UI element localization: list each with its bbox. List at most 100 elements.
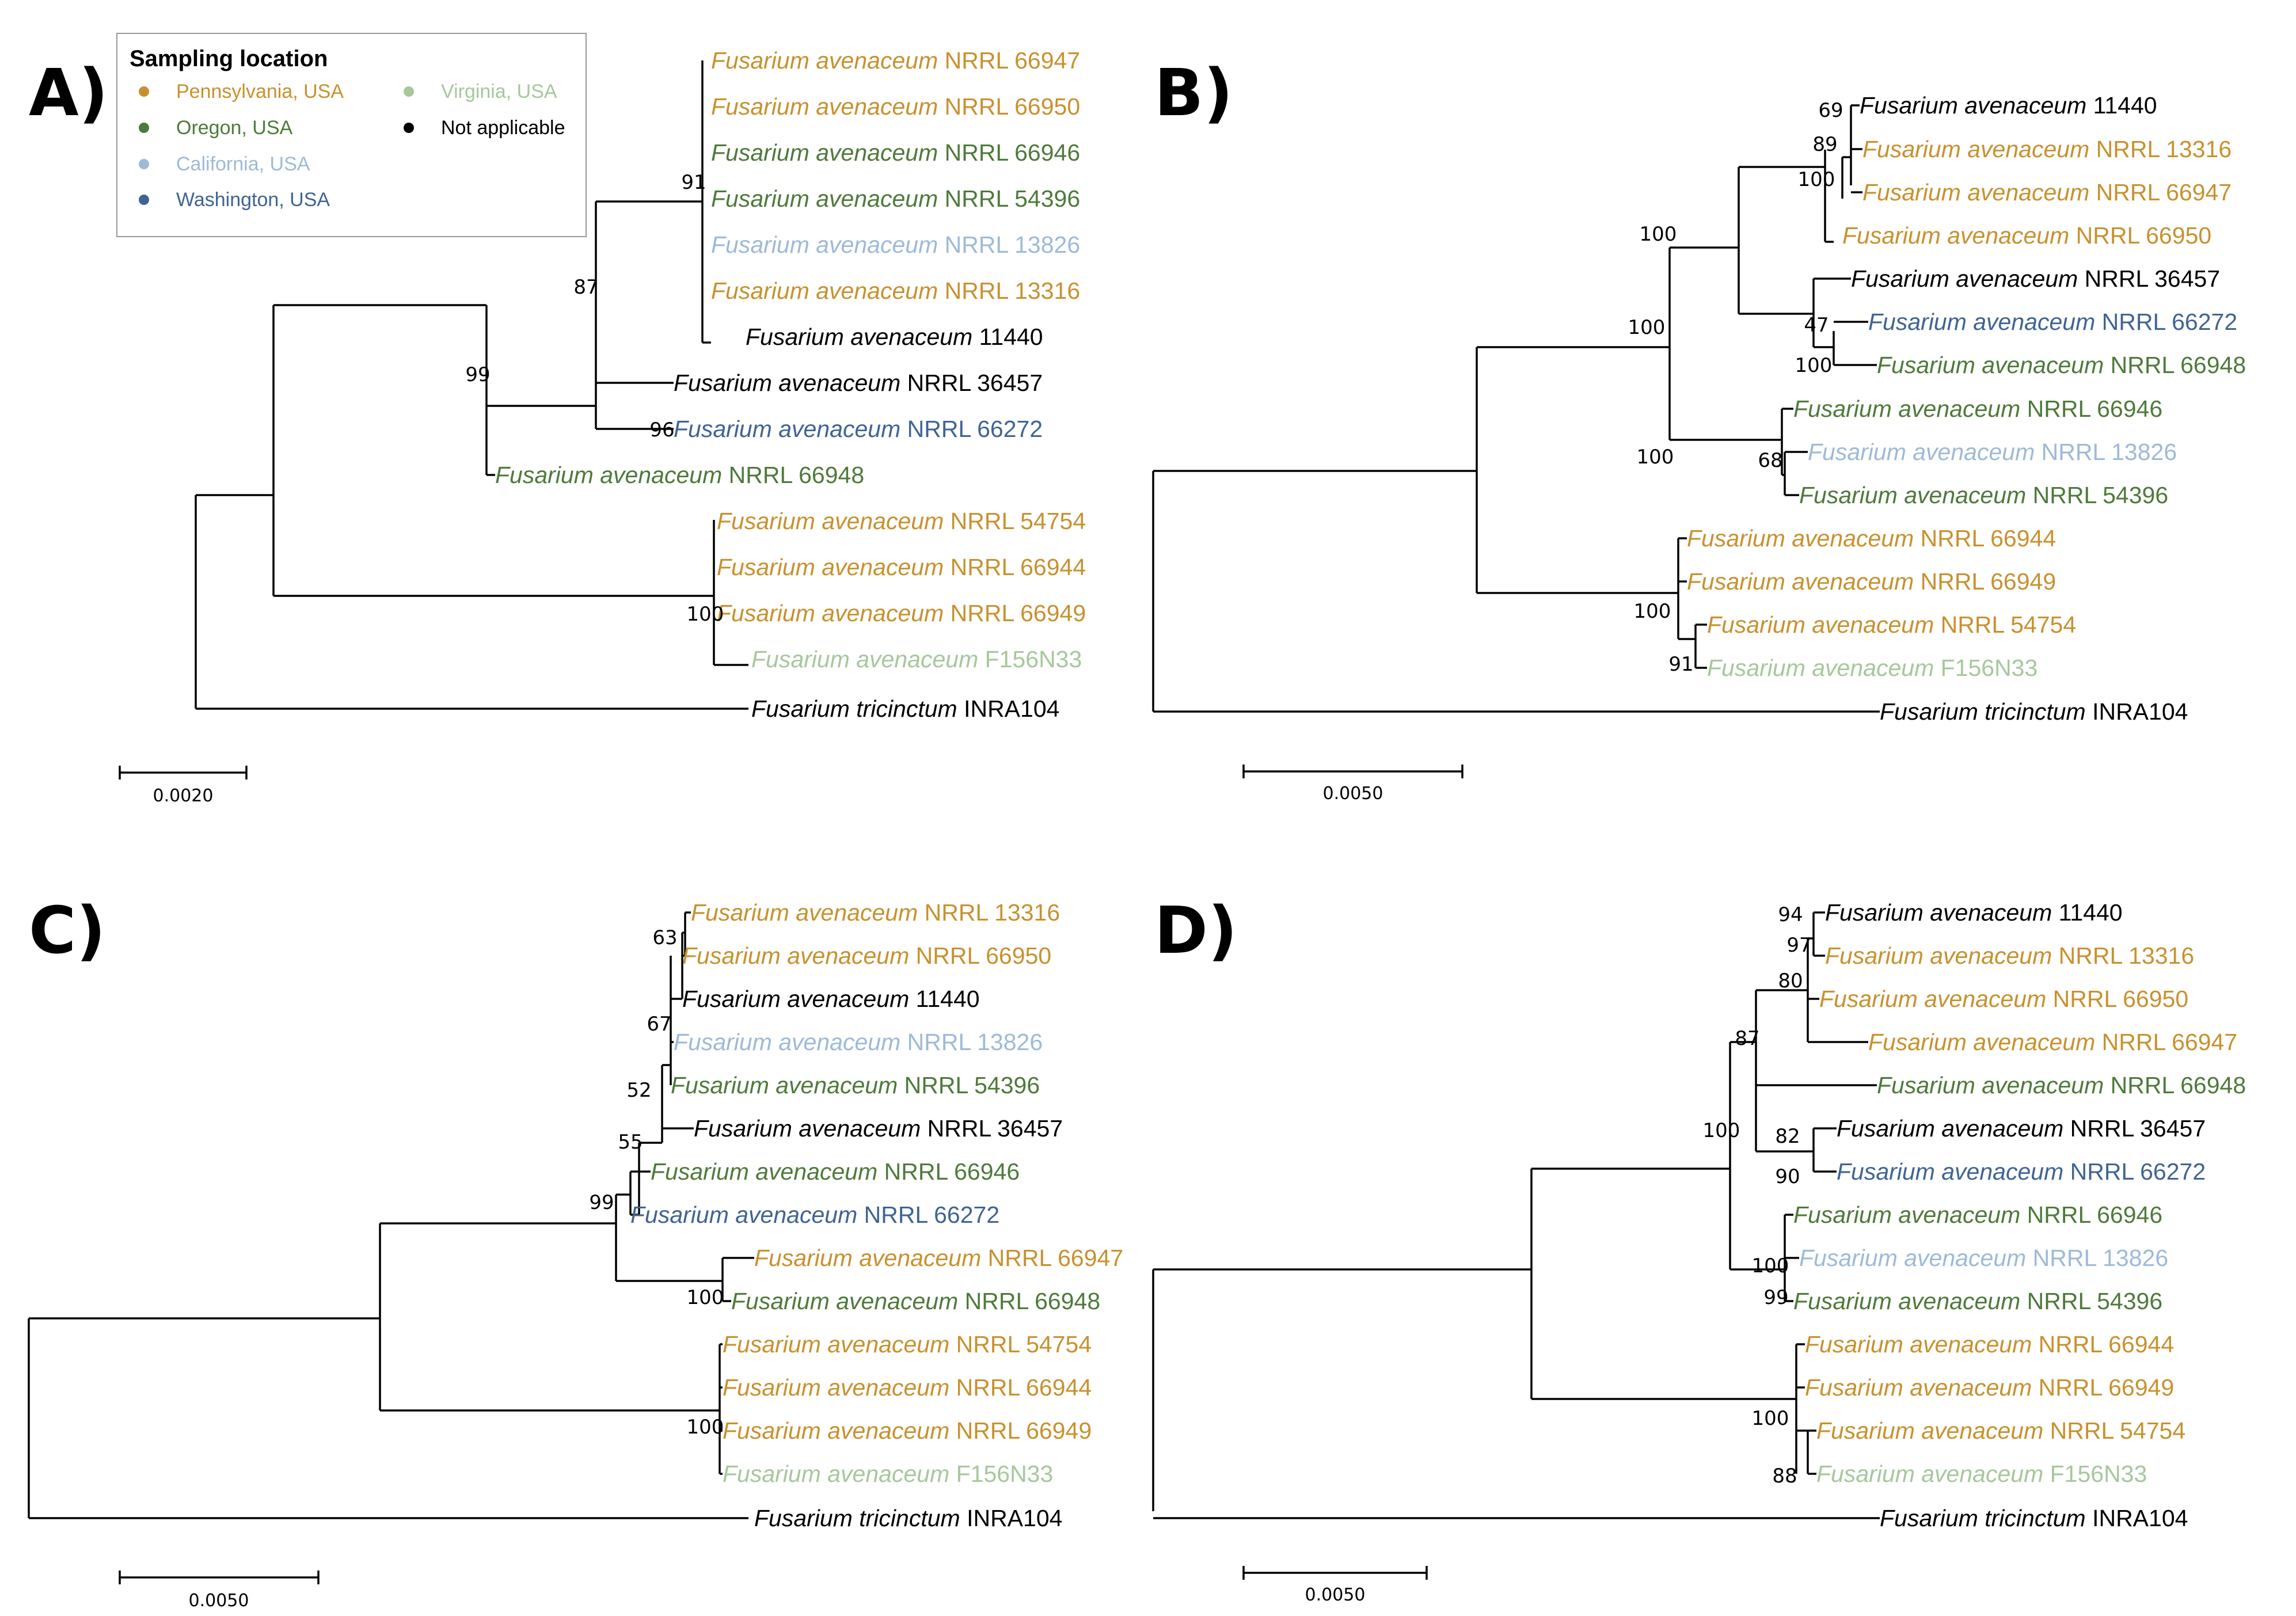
tip-species: Fusarium avenaceum <box>1837 1115 2063 1142</box>
tip-strain: NRRL 66947 <box>981 1245 1123 1271</box>
tip-strain: INRA104 <box>2086 1505 2188 1531</box>
tip-strain: F156N33 <box>978 646 1082 672</box>
tip-species: Fusarium avenaceum <box>723 1374 949 1401</box>
legend-title: Sampling location <box>130 46 328 71</box>
tip-strain: NRRL 13316 <box>2089 136 2232 162</box>
tip-label: Fusarium avenaceum NRRL 54754 <box>1707 611 2076 638</box>
tip-strain: NRRL 66272 <box>2095 309 2237 335</box>
tip-strain: INRA104 <box>960 1505 1063 1531</box>
tip-species: Fusarium avenaceum <box>1793 396 2020 422</box>
tip-species: Fusarium avenaceum <box>674 1029 900 1055</box>
tip-species: Fusarium avenaceum <box>1805 1331 2032 1358</box>
tip-label: Fusarium avenaceum NRRL 66272 <box>1868 309 2237 335</box>
tip-species: Fusarium tricinctum <box>1880 1505 2086 1531</box>
tip-label: Fusarium avenaceum NRRL 66949 <box>717 600 1086 626</box>
tip-label: Fusarium avenaceum NRRL 66948 <box>1877 1072 2246 1098</box>
tip-strain: NRRL 66946 <box>938 139 1080 166</box>
tip-species: Fusarium avenaceum <box>711 93 938 120</box>
tip-species: Fusarium avenaceum <box>1862 136 2089 162</box>
legend-dot-ca <box>139 159 149 169</box>
tip-label: Fusarium avenaceum F156N33 <box>1707 655 2037 681</box>
tip-strain: NRRL 54754 <box>2043 1417 2185 1444</box>
tip-label: Fusarium avenaceum NRRL 66272 <box>674 416 1043 442</box>
support-value: 91 <box>681 171 706 194</box>
tip-species: Fusarium avenaceum <box>1816 1461 2043 1487</box>
support-value: 99 <box>589 1191 614 1214</box>
tip-label: Fusarium avenaceum NRRL 66946 <box>651 1158 1020 1185</box>
panel-d-scale-bar: 0.0050 <box>1242 1566 1428 1605</box>
tip-species: Fusarium avenaceum <box>1707 655 1934 681</box>
tip-strain: 11440 <box>2052 899 2122 926</box>
legend-label-or: Oregon, USA <box>176 117 293 139</box>
support-value: 91 <box>1668 653 1693 676</box>
tip-strain: NRRL 13826 <box>938 231 1080 258</box>
tip-strain: INRA104 <box>957 695 1060 722</box>
tip-label: Fusarium avenaceum NRRL 36457 <box>1837 1115 2206 1142</box>
panel-d-letter: D) <box>1154 893 1237 968</box>
tip-label: Fusarium avenaceum F156N33 <box>1816 1461 2147 1487</box>
tip-strain: NRRL 66946 <box>2020 396 2162 422</box>
support-value: 55 <box>618 1131 643 1154</box>
tip-strain: NRRL 66947 <box>938 47 1080 74</box>
tip-strain: NRRL 66948 <box>2104 352 2246 378</box>
tip-species: Fusarium avenaceum <box>1687 568 1914 595</box>
panel-d-branch-lines <box>1152 911 1880 1519</box>
tip-label: Fusarium avenaceum NRRL 66944 <box>1805 1331 2174 1358</box>
support-value: 96 <box>649 419 674 442</box>
tip-species: Fusarium avenaceum <box>1793 1201 2020 1228</box>
legend-label-ca: California, USA <box>176 153 310 175</box>
tip-species: Fusarium avenaceum <box>1862 179 2089 206</box>
tip-strain: NRRL 66272 <box>2063 1158 2206 1185</box>
tip-species: Fusarium avenaceum <box>1877 352 2104 378</box>
tip-strain: NRRL 66950 <box>2069 222 2211 249</box>
tip-species: Fusarium avenaceum <box>751 646 978 672</box>
tip-label: Fusarium avenaceum NRRL 66949 <box>1687 568 2056 595</box>
tip-strain: NRRL 66946 <box>2020 1201 2162 1228</box>
tip-strain: F156N33 <box>2043 1461 2147 1487</box>
tip-species: Fusarium avenaceum <box>717 600 944 626</box>
tip-label: Fusarium avenaceum NRRL 13316 <box>1862 136 2232 162</box>
tip-species: Fusarium avenaceum <box>651 1158 877 1185</box>
support-value: 82 <box>1775 1125 1800 1148</box>
legend-dot-or <box>139 123 149 133</box>
support-value: 87 <box>1735 1027 1759 1050</box>
tip-label: Fusarium avenaceum NRRL 66947 <box>754 1245 1123 1271</box>
tip-label: Fusarium avenaceum 11440 <box>1825 899 2123 926</box>
tip-strain: NRRL 66949 <box>1914 568 2056 595</box>
tip-label: Fusarium avenaceum NRRL 66944 <box>1687 525 2056 552</box>
panel-b-scale-label: 0.0050 <box>1323 784 1383 804</box>
legend-dot-va <box>404 86 414 97</box>
tip-species: Fusarium avenaceum <box>682 942 909 969</box>
tip-species: Fusarium avenaceum <box>1825 942 2052 969</box>
support-value: 90 <box>1775 1165 1800 1188</box>
tip-label: Fusarium avenaceum NRRL 66949 <box>723 1417 1092 1444</box>
tip-strain: NRRL 13316 <box>918 899 1060 926</box>
tip-strain: NRRL 36457 <box>921 1115 1063 1142</box>
panel-a-scale-label: 0.0020 <box>153 786 214 806</box>
tip-strain: NRRL 13316 <box>2052 942 2194 969</box>
support-value: 80 <box>1778 969 1803 993</box>
tip-strain: NRRL 36457 <box>2078 265 2220 292</box>
legend-label-pa: Pennsylvania, USA <box>176 81 344 102</box>
tip-species: Fusarium avenaceum <box>495 462 722 488</box>
support-value: 97 <box>1786 934 1811 957</box>
tip-label: Fusarium avenaceum NRRL 66950 <box>682 942 1051 969</box>
legend-label-va: Virginia, USA <box>441 81 557 102</box>
support-value: 47 <box>1804 314 1829 337</box>
tip-species: Fusarium avenaceum <box>723 1461 949 1487</box>
tip-label: Fusarium avenaceum NRRL 66272 <box>630 1201 999 1228</box>
tip-species: Fusarium avenaceum <box>1793 1288 2020 1314</box>
tip-species: Fusarium avenaceum <box>723 1331 949 1358</box>
tip-strain: 11440 <box>909 986 979 1012</box>
panel-c-branches <box>28 911 754 1519</box>
panel-a-letter: A) <box>29 56 108 131</box>
tip-strain: NRRL 13316 <box>938 277 1080 304</box>
tip-label: Fusarium avenaceum NRRL 66946 <box>1793 396 2162 422</box>
panel-a-branches <box>195 60 748 710</box>
tip-label: Fusarium avenaceum NRRL 54396 <box>1793 1288 2162 1314</box>
